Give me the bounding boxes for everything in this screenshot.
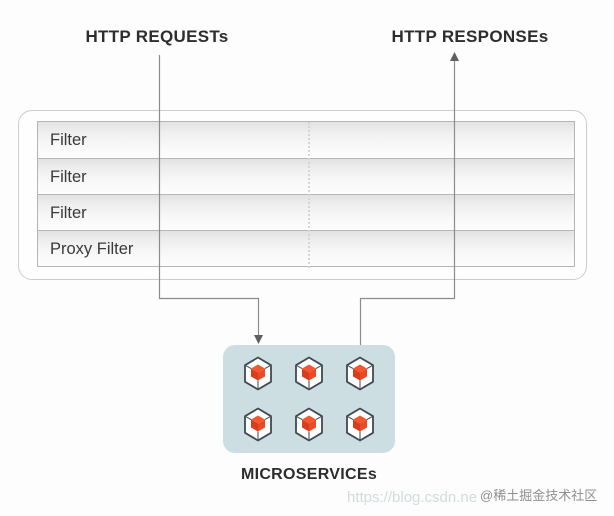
filter-row: Filter	[38, 122, 574, 158]
dotted-column-divider	[308, 122, 310, 268]
microservices-panel	[223, 345, 395, 453]
http-requests-label: HTTP REQUESTs	[85, 27, 229, 46]
microservice-cube-icon	[244, 407, 272, 442]
filter-row: Proxy Filter	[38, 230, 574, 266]
proxy-filter-row-label: Proxy Filter	[50, 240, 134, 258]
filter-row-label: Filter	[50, 204, 87, 222]
microservice-cube-icon	[346, 407, 374, 442]
response-arrowhead-up-icon	[450, 52, 459, 61]
microservice-cube-icon	[244, 356, 272, 391]
community-watermark: @稀土掘金技术社区	[480, 488, 598, 503]
microservice-cube-icon	[295, 356, 323, 391]
url-watermark: https://blog.csdn.ne	[347, 489, 478, 506]
http-responses-label: HTTP RESPONSEs	[391, 27, 549, 46]
filter-row-label: Filter	[50, 168, 87, 186]
request-arrowhead-down-icon	[254, 335, 263, 344]
filter-row: Filter	[38, 158, 574, 194]
filter-rows-table: Filter Filter Filter Proxy Filter	[37, 121, 575, 267]
microservice-cube-icon	[295, 407, 323, 442]
filter-row-label: Filter	[50, 131, 87, 149]
filter-row: Filter	[38, 194, 574, 230]
microservices-label: MICROSERVICEs	[240, 466, 378, 483]
microservice-cube-icon	[346, 356, 374, 391]
